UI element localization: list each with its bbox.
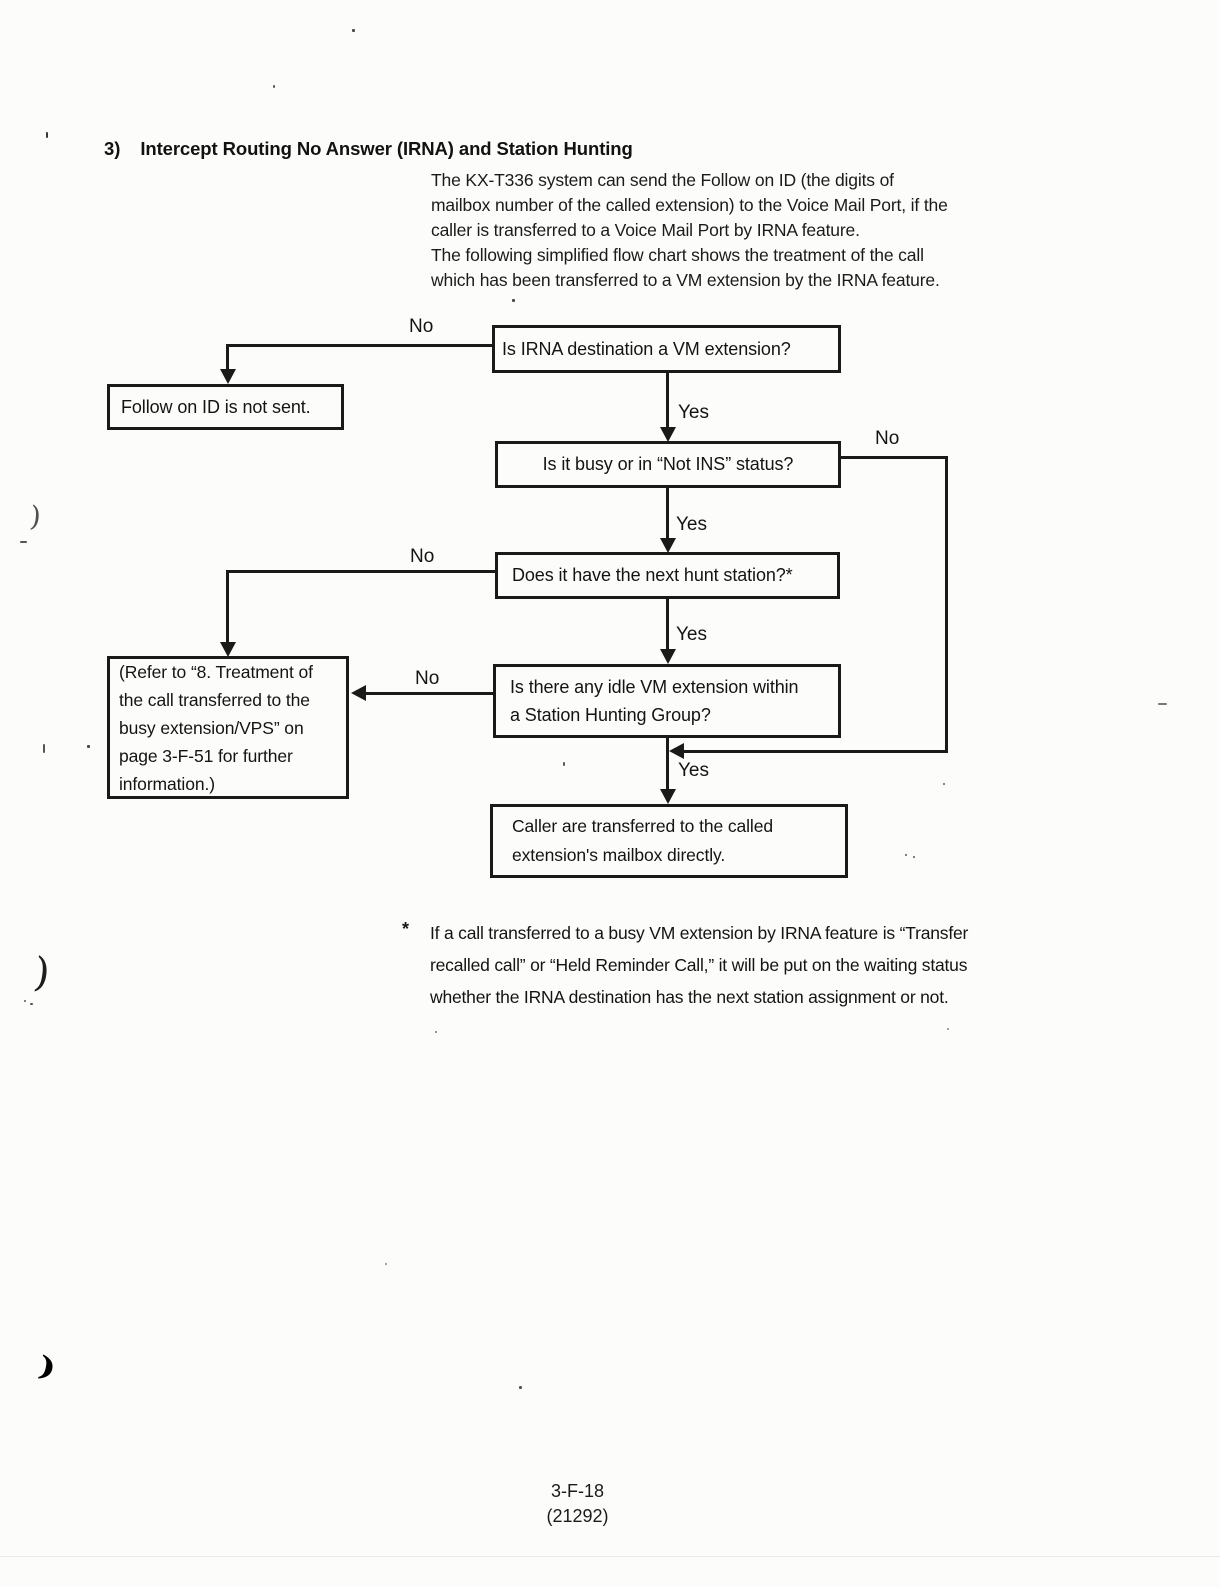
footer-doc-code: (21292) (546, 1506, 609, 1526)
scan-speck (563, 762, 565, 766)
flow-box-result: Caller are transferred to the called ext… (490, 804, 848, 878)
flow-box-refer-line: busy extension/VPS” on (119, 717, 304, 738)
connector-no-q3-horizontal (226, 570, 495, 573)
label-yes-q3: Yes (676, 624, 707, 645)
scan-mark-paren: ) (31, 949, 53, 997)
footer-page-number: 3-F-18 (550, 1481, 604, 1501)
footnote-line: If a call transferred to a busy VM exten… (430, 923, 969, 943)
connector-yes-q1 (666, 372, 669, 430)
section-heading: 3) Intercept Routing No Answer (IRNA) an… (104, 138, 633, 160)
label-no-q3: No (410, 546, 435, 567)
scan-speck (43, 744, 45, 753)
flow-box-refer: (Refer to “8. Treatment of the call tran… (107, 656, 349, 799)
intro-line: The following simplified flow chart show… (431, 245, 924, 265)
flow-box-q1: Is IRNA destination a VM extension? (492, 325, 841, 373)
arrowhead-into-q2 (660, 427, 676, 442)
arrowhead-into-followid (220, 369, 236, 384)
connector-no-q1-vertical (226, 344, 229, 372)
scan-speck (24, 1000, 26, 1002)
scan-speck (385, 1263, 387, 1265)
footnote-marker: * (402, 919, 410, 939)
connector-no-q3-vertical (226, 570, 229, 645)
scan-speck (352, 29, 355, 32)
intro-line: mailbox number of the called extension) … (431, 195, 948, 215)
flow-box-q4: Is there any idle VM extension within a … (493, 664, 841, 738)
footnote: If a call transferred to a busy VM exten… (430, 917, 968, 1013)
connector-junction-horizontal (682, 750, 948, 753)
scan-speck (20, 541, 27, 543)
arrowhead-into-refer (220, 642, 236, 657)
scan-speck (905, 854, 907, 856)
arrowhead-into-refer-right (351, 685, 366, 701)
scan-speck (913, 856, 915, 858)
flow-box-q3: Does it have the next hunt station?* (495, 552, 840, 599)
label-yes-q1: Yes (678, 402, 709, 423)
flow-box-q3-text: Does it have the next hunt station?* (512, 565, 793, 585)
label-no-q2: No (875, 428, 900, 449)
scan-speck (512, 299, 515, 302)
label-no-q1: No (409, 316, 434, 337)
arrowhead-into-q4 (660, 649, 676, 664)
connector-no-q1-horizontal (226, 344, 492, 347)
flow-box-q1-text: Is IRNA destination a VM extension? (502, 338, 791, 359)
flow-box-refer-line: information.) (119, 773, 215, 794)
flow-box-result-line: extension's mailbox directly. (512, 845, 726, 865)
section-number: 3) (104, 138, 121, 159)
flow-box-q4-line: a Station Hunting Group? (510, 705, 711, 725)
scan-mark-paren: ) (28, 499, 43, 534)
scan-speck (519, 1386, 522, 1389)
scan-speck (87, 745, 90, 748)
label-no-q4: No (415, 668, 440, 689)
scan-speck (1158, 703, 1167, 705)
scan-edge-band (0, 1556, 1220, 1557)
arrowhead-into-result (660, 789, 676, 804)
flow-box-refer-line: (Refer to “8. Treatment of (119, 661, 313, 682)
connector-yes-q3 (666, 599, 669, 652)
connector-no-q2-horizontal (840, 456, 948, 459)
scan-speck (30, 1003, 33, 1005)
scan-speck (435, 1031, 437, 1033)
label-yes-q2: Yes (676, 514, 707, 535)
flow-box-q2: Is it busy or in “Not INS” status? (495, 441, 841, 488)
arrowhead-into-junction (669, 743, 684, 759)
connector-yes-q2 (666, 487, 669, 542)
flow-box-follow-id-text: Follow on ID is not sent. (121, 396, 311, 417)
flow-box-q4-line: Is there any idle VM extension within (510, 677, 799, 697)
intro-paragraph: The KX-T336 system can send the Follow o… (431, 168, 948, 293)
scan-speck (46, 132, 48, 138)
intro-line: The KX-T336 system can send the Follow o… (431, 170, 894, 190)
scan-speck (943, 783, 945, 785)
flow-box-refer-line: the call transferred to the (119, 689, 310, 710)
flow-box-follow-id: Follow on ID is not sent. (107, 384, 344, 430)
label-yes-q4: Yes (678, 760, 709, 781)
connector-no-q4 (364, 692, 493, 695)
arrowhead-into-q3 (660, 538, 676, 553)
section-title: Intercept Routing No Answer (IRNA) and S… (140, 138, 633, 159)
scan-speck (947, 1028, 949, 1030)
flow-box-result-line: Caller are transferred to the called (512, 816, 773, 836)
footnote-line: whether the IRNA destination has the nex… (430, 987, 949, 1007)
scan-speck (273, 85, 275, 88)
flow-box-refer-line: page 3-F-51 for further (119, 745, 293, 766)
intro-line: caller is transferred to a Voice Mail Po… (431, 220, 860, 240)
scan-mark-paren: ) (35, 1350, 60, 1385)
connector-no-q2-vertical (945, 456, 948, 753)
intro-line: which has been transferred to a VM exten… (431, 270, 940, 290)
page-footer: 3-F-18 (21292) (500, 1479, 655, 1529)
connector-yes-q4 (666, 738, 669, 798)
footnote-line: recalled call” or “Held Reminder Call,” … (430, 955, 968, 975)
flow-box-q2-text: Is it busy or in “Not INS” status? (542, 454, 794, 474)
